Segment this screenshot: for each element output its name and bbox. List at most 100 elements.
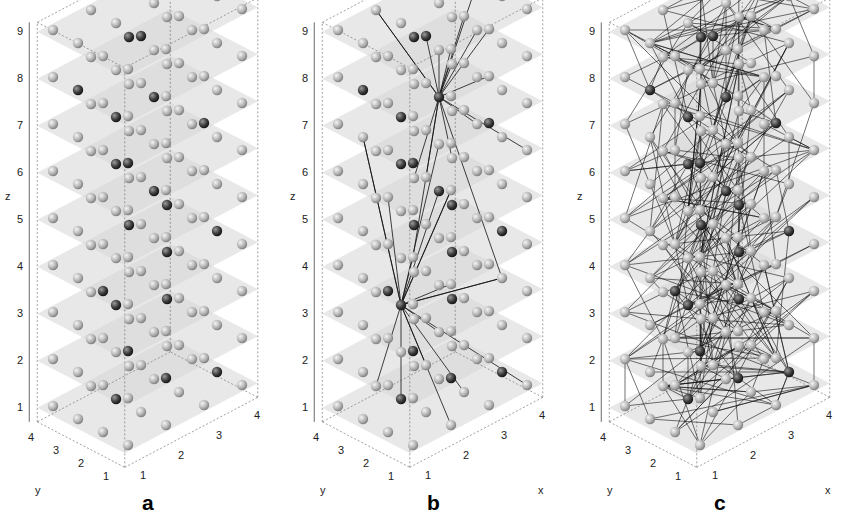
tick-label: 5 (17, 214, 23, 225)
atom-sphere (174, 105, 184, 115)
atom-sphere (358, 273, 368, 283)
atom-sphere (696, 79, 706, 89)
bond-line (650, 36, 713, 137)
atom-sphere (408, 111, 418, 121)
bond-line (701, 272, 776, 358)
bond-line (625, 265, 663, 339)
atom-sphere (759, 25, 769, 35)
atom-sphere (446, 185, 456, 195)
atom-sphere (174, 246, 184, 256)
atom-sphere (809, 145, 819, 155)
axis-label: x (538, 485, 544, 496)
atom-sphere (123, 158, 133, 168)
atom-sphere (136, 407, 146, 417)
bond-line (401, 305, 464, 392)
atom-sphere (809, 286, 819, 296)
atom-sphere (396, 206, 406, 216)
box-edge (257, 0, 258, 397)
panel-label: b (427, 492, 440, 513)
atom-sphere (123, 205, 133, 215)
tick-label: 3 (788, 430, 794, 441)
atom-sphere (237, 192, 247, 202)
tick-label: 8 (589, 73, 595, 84)
atom-sphere (212, 38, 222, 48)
atom-sphere (111, 112, 121, 122)
bond-line (739, 346, 776, 358)
atom-sphere (696, 173, 706, 183)
bond-line (776, 372, 789, 405)
atom-sphere (784, 85, 794, 95)
atom-sphere (746, 58, 756, 68)
bond-line (675, 205, 739, 291)
bond-line (625, 23, 688, 124)
atom-sphere (670, 427, 680, 437)
atom-sphere (123, 252, 133, 262)
atom-sphere (497, 179, 507, 189)
bond-line (675, 379, 726, 432)
tick-label: 1 (589, 402, 595, 413)
atom-sphere (383, 333, 393, 343)
atom-sphere (237, 380, 247, 390)
tick-label: 4 (826, 410, 832, 421)
atom-sphere (199, 400, 209, 410)
atom-sphere (759, 354, 769, 364)
atom-sphere (733, 279, 743, 289)
atom-sphere (237, 4, 247, 14)
z-axis (29, 22, 30, 422)
atom-sphere (408, 393, 418, 403)
atom-sphere (333, 307, 343, 317)
tick-label: 1 (388, 471, 394, 482)
atom-sphere (733, 44, 743, 54)
bond-line (663, 339, 776, 358)
atom-sphere (162, 341, 172, 351)
tick-label: 1 (302, 402, 308, 413)
atom-sphere (48, 354, 58, 364)
atom-sphere (408, 299, 418, 309)
bond-line (650, 90, 776, 170)
atom-sphere (658, 381, 668, 391)
atom-sphere (199, 259, 209, 269)
atom-sphere (809, 380, 819, 390)
bond-line (675, 379, 726, 432)
z-axis (314, 22, 315, 422)
atom-sphere (472, 72, 482, 82)
atom-sphere (484, 24, 494, 34)
bond-line (700, 43, 789, 210)
bond-line (625, 399, 688, 406)
bond-line (439, 97, 527, 150)
bond-line (726, 3, 789, 90)
bond-line (663, 151, 700, 163)
atom-sphere (522, 192, 532, 202)
atom-sphere (333, 72, 343, 82)
atom-sphere (683, 18, 693, 28)
atom-sphere (447, 341, 457, 351)
bond-line (650, 217, 776, 278)
atom-sphere (784, 226, 794, 236)
bond-line (650, 372, 789, 373)
atom-sphere (446, 373, 456, 383)
box-edge (542, 0, 543, 397)
atom-sphere (446, 420, 456, 430)
atom-sphere (358, 132, 368, 142)
atom-sphere (48, 307, 58, 317)
atom-sphere (409, 314, 419, 324)
atom-sphere (484, 353, 494, 363)
box-edge (125, 397, 258, 467)
atom-sphere (86, 240, 96, 250)
atom-sphere (48, 166, 58, 176)
atom-sphere (733, 138, 743, 148)
atom-sphere (695, 346, 705, 356)
atom-sphere (161, 44, 171, 54)
atom-sphere (809, 98, 819, 108)
bond-line (713, 49, 738, 130)
bond-line (776, 103, 814, 217)
bond-line (625, 164, 688, 218)
atom-sphere (447, 247, 457, 257)
atom-sphere (396, 65, 406, 75)
atom-sphere (759, 213, 769, 223)
atom-sphere (484, 400, 494, 410)
atom-sphere (670, 239, 680, 249)
tick-label: 2 (363, 458, 369, 469)
atom-sphere (434, 233, 444, 243)
bond-line (751, 359, 764, 392)
